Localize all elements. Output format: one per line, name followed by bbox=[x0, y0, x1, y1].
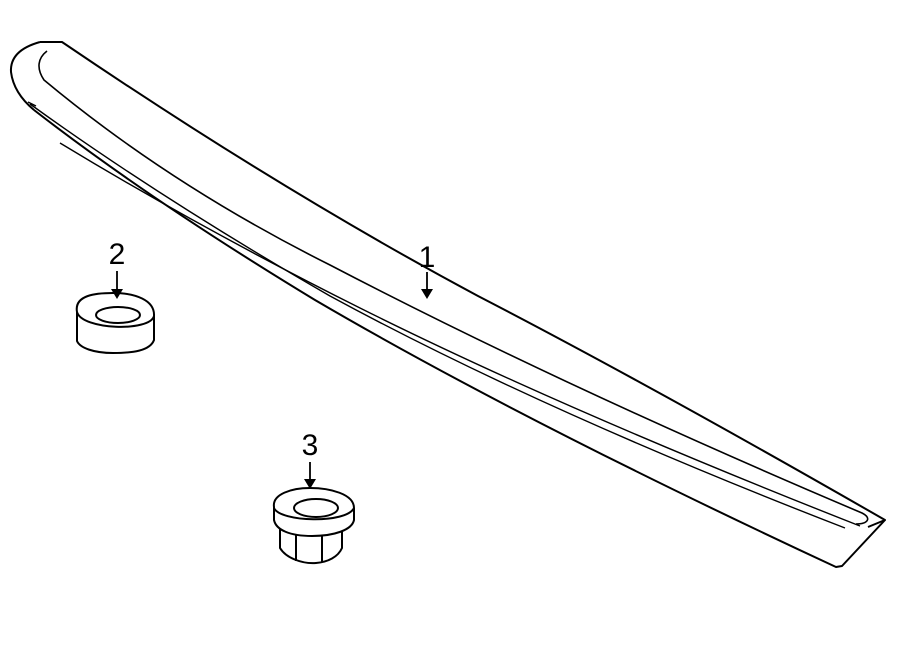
grommet-nut-part bbox=[272, 486, 355, 565]
callout-1: 1 bbox=[419, 241, 436, 299]
callout-label-2: 2 bbox=[109, 238, 126, 271]
arrow-icon bbox=[421, 289, 433, 299]
arrow-icon bbox=[111, 289, 123, 299]
spoiler-part bbox=[9, 41, 886, 568]
callout-label-3: 3 bbox=[302, 429, 319, 462]
bumper-part bbox=[75, 291, 156, 355]
arrow-icon bbox=[304, 479, 316, 489]
callout-3: 3 bbox=[302, 429, 319, 489]
callout-2: 2 bbox=[109, 238, 126, 299]
callout-label-1: 1 bbox=[419, 241, 436, 274]
